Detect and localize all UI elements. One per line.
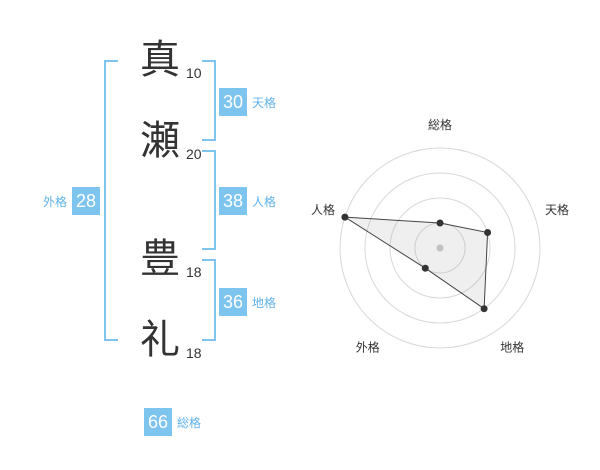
name-char-3: 豊 bbox=[140, 236, 180, 282]
radar-axis-label-5: 人格 bbox=[311, 202, 335, 217]
gaikaku-score: 外格 28 bbox=[38, 187, 101, 215]
radar-point-1 bbox=[436, 219, 444, 227]
soukaku-score: 66 総格 bbox=[144, 408, 206, 436]
stroke-count-2: 20 bbox=[186, 146, 202, 162]
name-char-4: 礼 bbox=[140, 317, 180, 363]
jinkaku-bracket bbox=[202, 150, 216, 250]
gaikaku-label: 外格 bbox=[43, 194, 68, 209]
tenkaku-score: 30 天格 bbox=[219, 88, 281, 116]
stroke-count-4: 18 bbox=[186, 345, 202, 361]
soukaku-value: 66 bbox=[144, 408, 172, 436]
radar-grid-ring-4 bbox=[339, 147, 541, 349]
radar-center-dot bbox=[436, 244, 444, 252]
name-char-1: 真 bbox=[140, 37, 180, 83]
chikaku-bracket bbox=[202, 259, 216, 341]
radar-axis-label-4: 外格 bbox=[356, 340, 380, 355]
gaikaku-value: 28 bbox=[72, 187, 101, 215]
jinkaku-score: 38 人格 bbox=[219, 187, 281, 215]
radar-point-3 bbox=[480, 305, 488, 313]
soukaku-label: 総格 bbox=[177, 415, 202, 430]
jinkaku-label: 人格 bbox=[252, 194, 277, 209]
chikaku-score: 36 地格 bbox=[219, 288, 281, 316]
radar-point-2 bbox=[484, 229, 492, 236]
tenkaku-value: 30 bbox=[219, 88, 247, 116]
jinkaku-value: 38 bbox=[219, 187, 247, 215]
stroke-count-1: 10 bbox=[186, 65, 202, 81]
tenkaku-bracket bbox=[202, 60, 216, 141]
tenkaku-label: 天格 bbox=[252, 95, 277, 110]
radar-grid-ring-2 bbox=[389, 197, 491, 299]
radar-point-5 bbox=[341, 213, 349, 221]
radar-data-area bbox=[344, 216, 489, 310]
name-char-2: 瀬 bbox=[140, 118, 180, 164]
radar-axis-label-1: 総格 bbox=[428, 117, 452, 132]
stroke-count-3: 18 bbox=[186, 264, 202, 280]
radar-axis-label-3: 地格 bbox=[500, 340, 524, 355]
radar-grid-ring-3 bbox=[364, 172, 516, 324]
chikaku-label: 地格 bbox=[252, 295, 277, 310]
chikaku-value: 36 bbox=[219, 288, 247, 316]
radar-axis-label-2: 天格 bbox=[545, 202, 569, 217]
radar-point-4 bbox=[421, 264, 429, 272]
gaikaku-bracket bbox=[104, 60, 118, 341]
